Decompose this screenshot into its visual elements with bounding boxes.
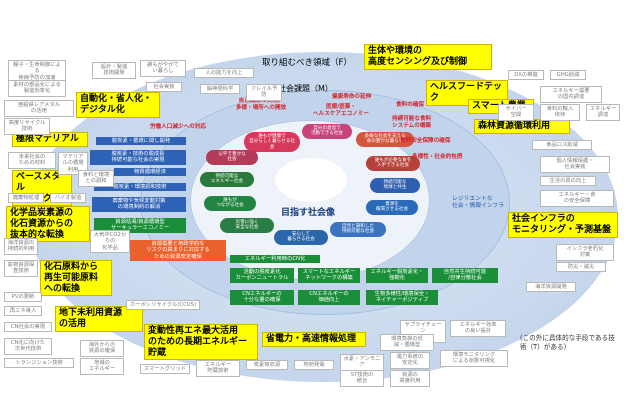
tech-box: 未来社会のための材料 (8, 152, 56, 169)
goal-pill: 持続可能なエネルギー社会 (200, 172, 254, 187)
issue-food-security: 食料安全保障の確保 (400, 138, 451, 144)
tech-box: 資源の高度利用 (390, 370, 430, 387)
issue-box-environment: 脱炭素・環境調和技術 (94, 183, 186, 192)
issue-self-realization: 自己概念の実現、多様・場所への開放 (235, 98, 287, 111)
tech-box: 食品ロス削減 (532, 140, 592, 151)
issue-resilient-infra: レジリエントな社会・情報インフラ (452, 196, 504, 209)
tech-box: エネルギー貯蔵技術 (196, 360, 240, 377)
issue-label-m: 社会課題（M） (278, 84, 333, 93)
issue-health: 健康寿命の延伸 (332, 94, 372, 100)
goal-pill: 資源を循環させる社会 (366, 200, 418, 215)
goal-core (275, 158, 347, 202)
tech-box: 地熱発電 (294, 360, 334, 371)
issue-box-autonomous: 自然共生持続可能/自律分散社会 (432, 268, 498, 283)
goal-pill: 持続可能な地球と共生 (370, 178, 420, 193)
goal-pill: 安心して暮らせる社会 (274, 230, 328, 245)
issue-food: 食料の確保 (396, 102, 424, 108)
key-extreme-material: 極限マテリアル (12, 132, 88, 147)
tech-box: 廃棄物処理 (8, 193, 44, 204)
tech-box: マテリアルの循環利用 (58, 152, 88, 176)
key-low-power: 省電力・高速情報処理 (262, 332, 366, 347)
tech-box: PVの更新 (4, 292, 42, 303)
tech-box: 高度リサイクル技術 (4, 118, 50, 135)
tech-box: 人の能力を向上 (194, 68, 254, 79)
key-automation: 自動化・省人化・デジタル化 (76, 92, 160, 118)
issue-box-smart-network: スマートなエネルギーネットワークの構築 (298, 268, 360, 283)
tech-box: スマートグリッド (140, 364, 190, 375)
issue-box-sustainable: 脱炭素・技術の脱成長持続可能な社会の実現 (90, 150, 186, 165)
tech-box: 生活の質の向上 (540, 176, 596, 187)
goal-pill: 災害に強く安全な社会 (220, 218, 274, 233)
goal-pill: 誰もが健康で自分らしく暮らせる社会 (244, 132, 300, 152)
key-energy-storage: 変動性再エネ最大活用のための長期エネルギー貯蔵 (144, 324, 258, 361)
goal-pill: 誰もがつながる社会 (204, 196, 256, 211)
issue-box-circular: 資源枯渇/資源循環型サーキュラーエコノミー (94, 218, 186, 233)
goal-pill: 自分の意思で活動できる社会 (302, 124, 352, 139)
tech-box: フレイル予防 (246, 84, 282, 101)
tech-box: 個人情報保護・社会実装 (540, 156, 610, 173)
tech-box: 炭素吸収源 (246, 360, 288, 371)
tech-box: 地域のエネルギー (80, 358, 124, 375)
goal-pill: 公平で豊かな社会 (206, 150, 258, 165)
tech-box: 再エネ導入 (4, 306, 42, 317)
tech-box: 電力系統の安定化 (390, 352, 430, 369)
tech-box: 海洋資源の持続的利用 (4, 238, 38, 255)
tech-box: DXの推進 (508, 70, 544, 81)
tech-box: 防災・減災 (556, 262, 606, 273)
tech-box: 食料と環境との調和 (78, 170, 114, 187)
issue-labor: 労働人口減少への対応 (150, 124, 206, 130)
issue-box-decarbon: 脱炭素・循環に関し開発 (96, 137, 186, 146)
goal-pill: 多様な社会を支える食の豊かな暮らし (356, 132, 414, 147)
issue-healthcare: 医療/医薬・ヘルスケアエコノミー (313, 104, 369, 117)
tech-box: エネルギー効率の良い設計 (450, 320, 506, 337)
issue-box-carbon-neutral: 活動の脱炭素化カーボンニュートラル (230, 268, 294, 283)
tech-box: カーボンリサイクル(CCUS) (126, 300, 200, 311)
goal-label: 目指す社会像 (281, 208, 336, 218)
tech-box: 鉱物資源探査技術 (4, 260, 38, 277)
tech-box: エネルギー調達 (586, 104, 620, 121)
tech-box: 環境負荷の低減・循環型 (380, 334, 434, 351)
tech-box: 素材の部品化による製造効率化 (8, 80, 66, 97)
key-chemical-carbon: 化学品炭素源の化石資源からの抜本的な転換 (6, 206, 90, 243)
tech-box: 設計・製造技術開発 (92, 62, 136, 79)
issue-box-biodiversity: 生物多様性/環境保全・ネイチャーポジティブ (366, 290, 438, 305)
tech-box: 海外からの資源の確保 (80, 340, 124, 357)
tech-box: GHG削減 (550, 70, 586, 81)
issue-diversity: 多様性・社会的包摂 (412, 154, 463, 160)
domain-label-f: 取り組むべき領域（F） (262, 58, 352, 68)
issue-food-system: 持続可能な食料システムの構築 (392, 116, 432, 129)
tech-box: エネルギー・食の安全保障 (540, 190, 614, 207)
key-infra-monitoring: 社会インフラのモニタリング・予測基盤 (508, 212, 618, 238)
tech-box: サイバー空間 (498, 104, 534, 121)
issue-box-cn-value: CNエネルギーの価値向上 (298, 290, 360, 305)
issue-box-waste: 廃棄物や気候変動対策の環境制約の解消 (92, 197, 186, 212)
tech-box: 社会実装 (146, 82, 182, 93)
technology-note: (この外に具体的な手段である技術（T）がある) (520, 334, 615, 351)
tech-box: 亜鉛鉄レアメタルの活用 (4, 100, 74, 117)
tech-box: ST技術の統合 (340, 370, 384, 387)
tech-box: インフラ老朽化対策 (556, 244, 614, 261)
tech-box: トランジション技術 (4, 358, 74, 369)
issue-box-cn-supply: CNエネルギーの十分な量の確保 (230, 290, 294, 305)
key-fossil-renewable: 化石原料から再生可能原料への転換 (40, 260, 112, 297)
goal-pill: 自然と調和した持続可能な社会 (330, 222, 386, 237)
issue-box-cn-use: エネルギー利用時のCN化 (230, 255, 320, 264)
goal-pill: 誰もが必要な食を入手できる社会 (366, 156, 420, 171)
issue-box-resource-security: 資源需要と地政学的なリスクの高まりに対応するための資源安定確保 (130, 240, 226, 262)
tech-box: 脳神経科学 (200, 84, 240, 95)
tech-box: CN社会の実現 (4, 322, 52, 333)
tech-box: 海洋資源開発 (526, 282, 576, 293)
tech-box: CN化に向けた次世代技術 (4, 338, 52, 355)
tech-box: 誰もがやがてい暮らし (140, 60, 186, 77)
tech-box: バイオ製造 (50, 193, 86, 204)
key-forest: 森林資源循環利用 (474, 119, 570, 134)
tech-box: 水素・アンモニア (340, 354, 384, 371)
issue-box-material-cycle: 物質循環経済 (114, 168, 186, 177)
tech-box: エネルギー需要の国内調達 (540, 86, 602, 103)
key-sensing-control: 生体や環境の高度センシング及び制御 (364, 44, 492, 70)
issue-box-energy-resilience: エネルギー脱炭素化・強靭化 (366, 268, 428, 283)
tech-box: 環境モニタリングによる状態可視化 (440, 350, 508, 367)
tech-box: 大気中CO2からの化学品 (90, 230, 130, 254)
tech-box: 食料の輸入依存 (540, 104, 580, 121)
